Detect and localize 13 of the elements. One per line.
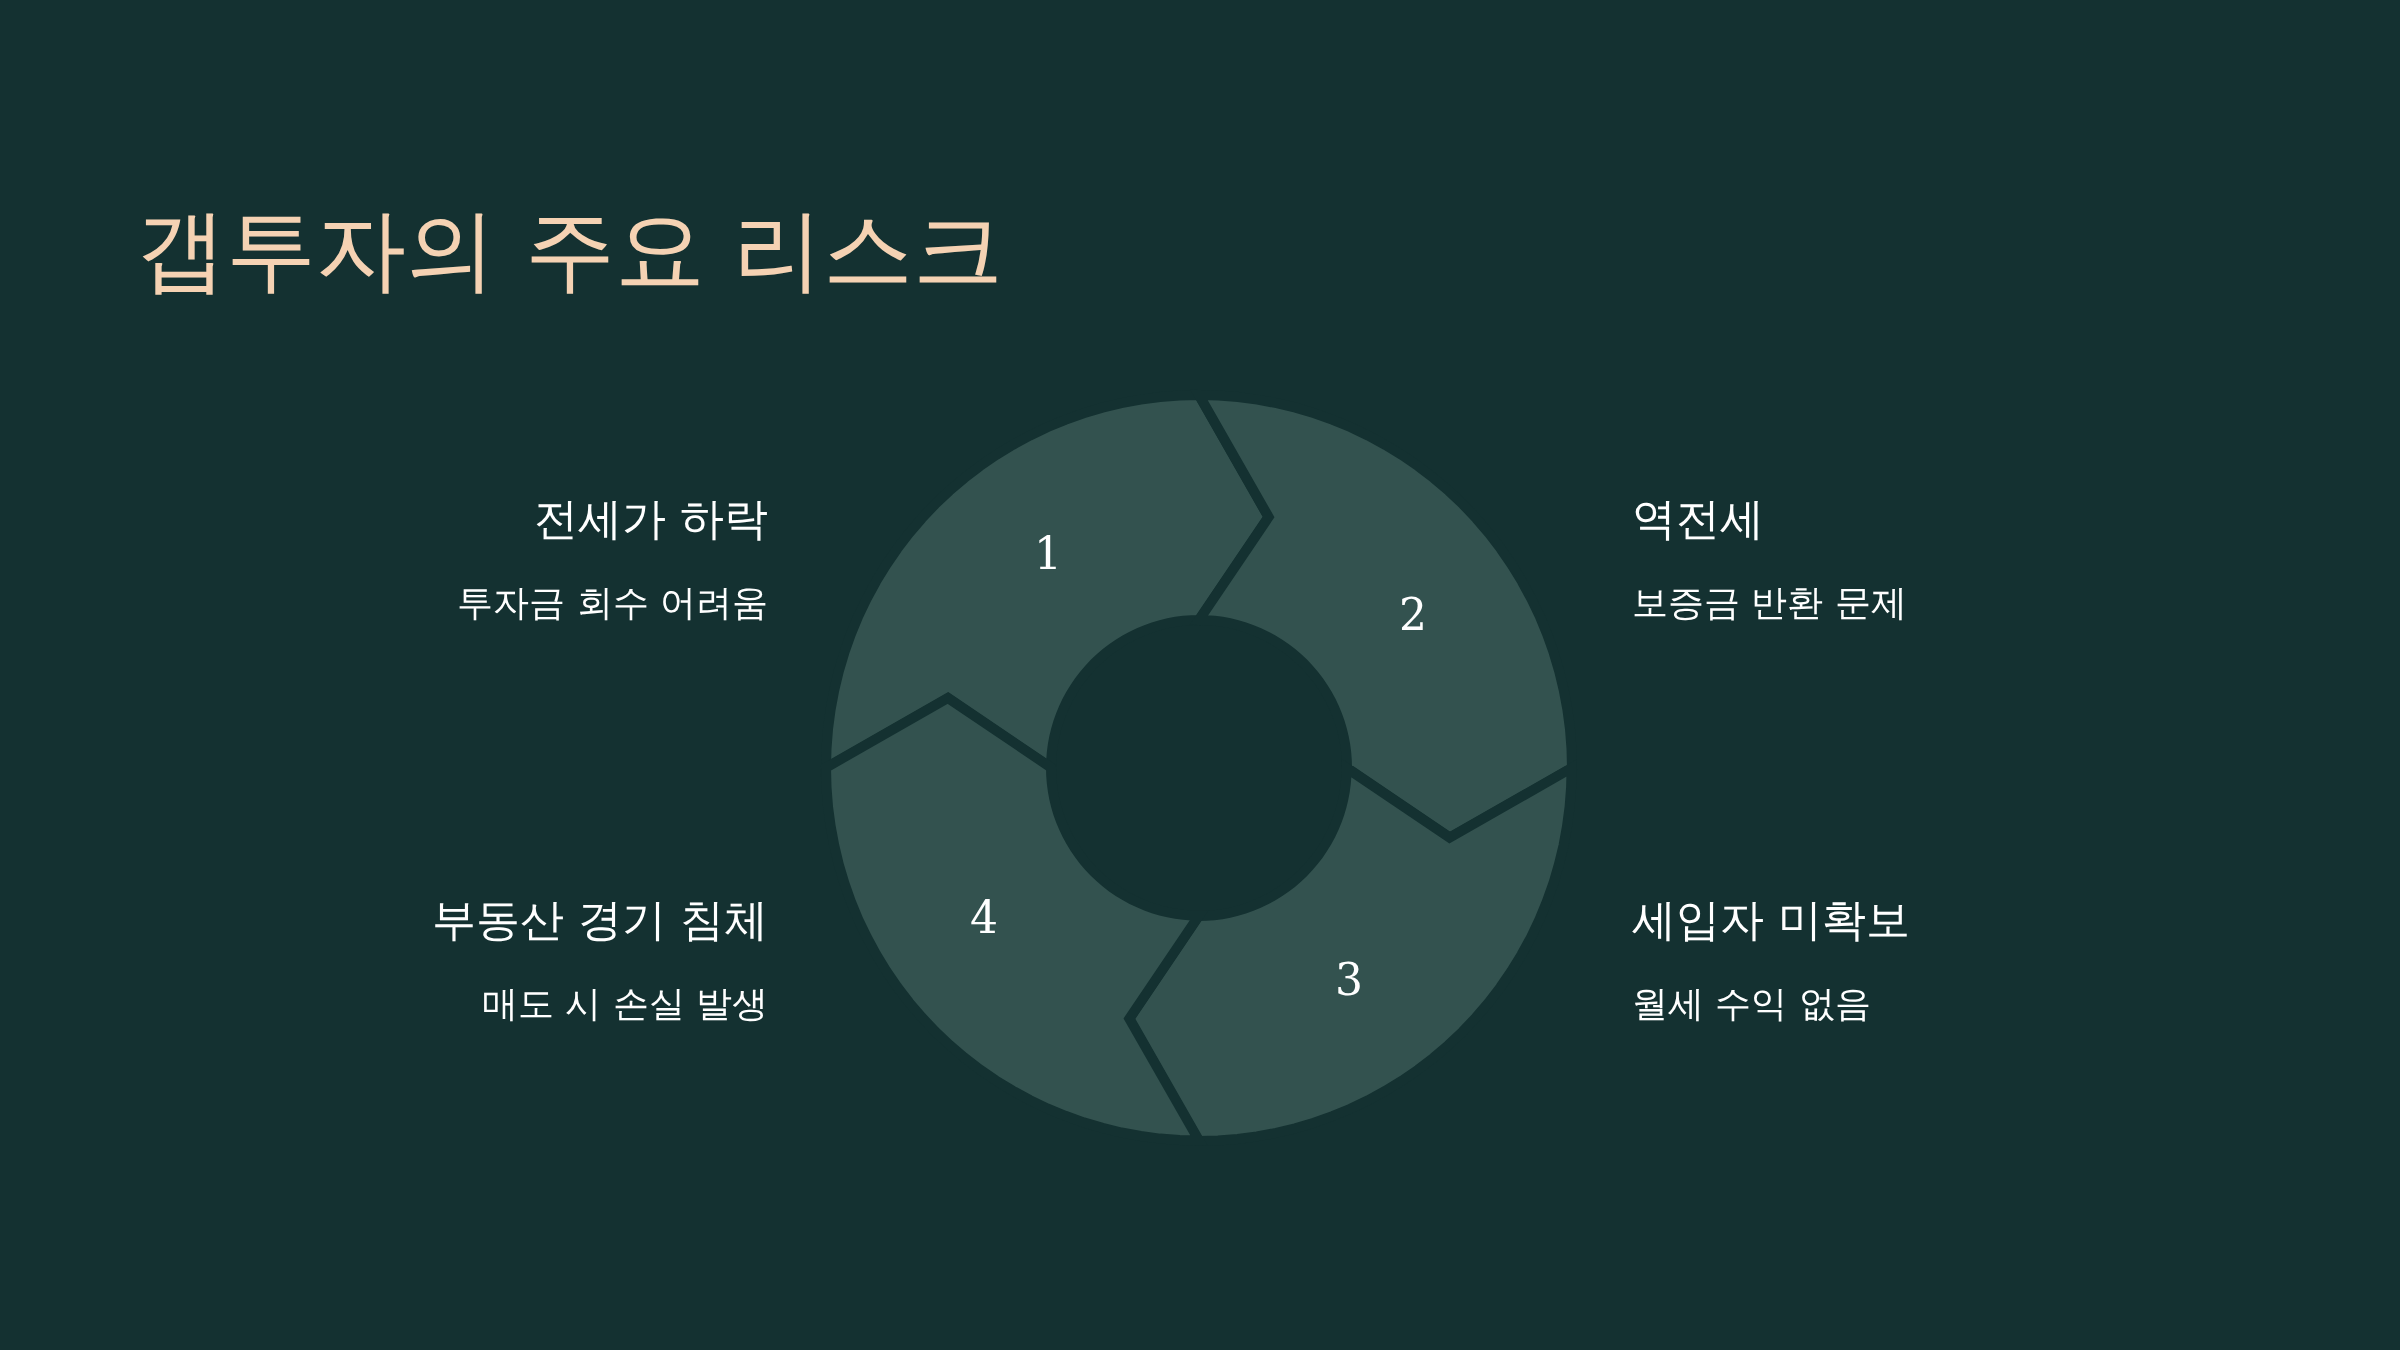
title: 갭투자의 주요 리스크 [136,196,1004,304]
risk-description: 투자금 회수 어려움 [457,580,768,624]
risk-description: 매도 시 손실 발생 [481,981,768,1025]
risk-description: 보증금 반환 문제 [1632,580,1907,624]
segment-number: 1 [1034,527,1062,581]
risk-heading: 전세가 하락 [534,492,768,546]
risk-description: 월세 수익 없음 [1632,981,1871,1025]
segment-number: 4 [970,891,998,945]
risk-heading: 역전세 [1632,492,1764,546]
segment-number: 3 [1335,953,1363,1007]
segment-number: 2 [1399,588,1427,642]
risk-heading: 세입자 미확보 [1632,893,1910,947]
risk-heading: 부동산 경기 침체 [432,893,768,947]
